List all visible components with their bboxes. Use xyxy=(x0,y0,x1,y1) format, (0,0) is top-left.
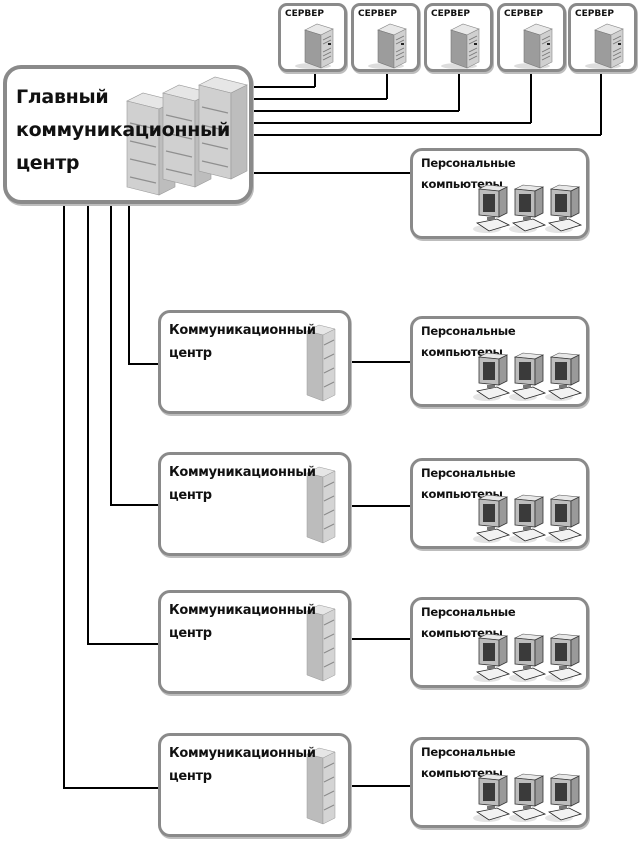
title-line: Персональные xyxy=(421,324,516,338)
connector-cc-4-v xyxy=(63,204,65,788)
connector-cc-2-h xyxy=(110,504,159,506)
title-line: коммуникационный xyxy=(16,119,230,141)
server-label: СЕРВЕР xyxy=(575,9,614,19)
server-label: СЕРВЕР xyxy=(285,9,324,19)
connector-server-1 xyxy=(253,86,315,88)
connector-server-3 xyxy=(253,110,459,112)
connector-server-2-v xyxy=(386,72,388,99)
title-line: Персональные xyxy=(421,156,516,170)
server-rack-icon xyxy=(126,76,248,196)
server-icon xyxy=(513,23,553,70)
title-line: центр xyxy=(169,769,212,784)
server-icon xyxy=(295,23,334,69)
server-label: СЕРВЕР xyxy=(504,9,543,19)
communication-center: Коммуникационный центр xyxy=(158,452,351,556)
server-label: СЕРВЕР xyxy=(431,9,470,19)
server-box: СЕРВЕР xyxy=(424,3,493,72)
server-box: СЕРВЕР xyxy=(278,3,347,72)
connector-cc-pc-1 xyxy=(351,361,411,363)
comm-center-title: Коммуникационный центр xyxy=(169,319,316,365)
server-icon xyxy=(367,23,407,70)
title-line: Коммуникационный xyxy=(169,465,316,480)
connector-main-pc xyxy=(253,172,411,174)
connector-cc-1-h xyxy=(128,363,159,365)
connector-cc-pc-2 xyxy=(351,505,411,507)
connector-server-4 xyxy=(253,122,531,124)
connector-cc-1-v xyxy=(128,204,130,364)
connector-server-2 xyxy=(253,98,387,100)
computers-icon xyxy=(472,494,582,544)
title-line: Коммуникационный xyxy=(169,323,316,338)
comm-center-title: Коммуникационный центр xyxy=(169,742,316,788)
computers-icon xyxy=(472,773,582,823)
comm-center-title: Коммуникационный центр xyxy=(169,461,316,507)
connector-server-5 xyxy=(253,134,601,136)
connector-server-4-v xyxy=(530,72,532,123)
server-label: СЕРВЕР xyxy=(358,9,397,19)
title-line: Коммуникационный xyxy=(169,746,316,761)
communication-center: Коммуникационный центр xyxy=(158,310,351,414)
title-line: центр xyxy=(169,346,212,361)
server-icon xyxy=(584,23,624,70)
connector-cc-2-v xyxy=(110,204,112,505)
communication-center: Коммуникационный центр xyxy=(158,590,351,694)
title-line: Главный xyxy=(16,86,109,108)
communication-center: Коммуникационный центр xyxy=(158,733,351,837)
connector-cc-3-h xyxy=(87,643,159,645)
connector-cc-4-h xyxy=(63,787,159,789)
connector-cc-pc-3 xyxy=(351,638,411,640)
connector-server-5-v xyxy=(600,72,602,135)
server-box: СЕРВЕР xyxy=(497,3,566,72)
server-icon xyxy=(440,23,480,70)
title-line: центр xyxy=(169,626,212,641)
connector-cc-pc-4 xyxy=(351,785,411,787)
main-communication-center: Главный коммуникационный центр xyxy=(3,65,253,204)
computers-icon xyxy=(473,184,582,234)
server-box: СЕРВЕР xyxy=(568,3,637,72)
comm-center-title: Коммуникационный центр xyxy=(169,599,316,645)
connector-cc-3-v xyxy=(87,204,89,644)
title-line: центр xyxy=(169,488,212,503)
title-line: Персональные xyxy=(421,745,516,759)
title-line: центр xyxy=(16,152,80,174)
connector-server-3-v xyxy=(458,72,460,111)
computers-icon xyxy=(472,352,582,402)
main-center-title: Главный коммуникационный центр xyxy=(16,81,230,180)
title-line: Коммуникационный xyxy=(169,603,316,618)
computers-icon xyxy=(472,633,582,683)
title-line: Персональные xyxy=(421,466,516,480)
connector-server-1-v xyxy=(314,72,316,87)
server-box: СЕРВЕР xyxy=(351,3,420,72)
server-rack-icon xyxy=(306,324,336,402)
title-line: Персональные xyxy=(421,605,516,619)
